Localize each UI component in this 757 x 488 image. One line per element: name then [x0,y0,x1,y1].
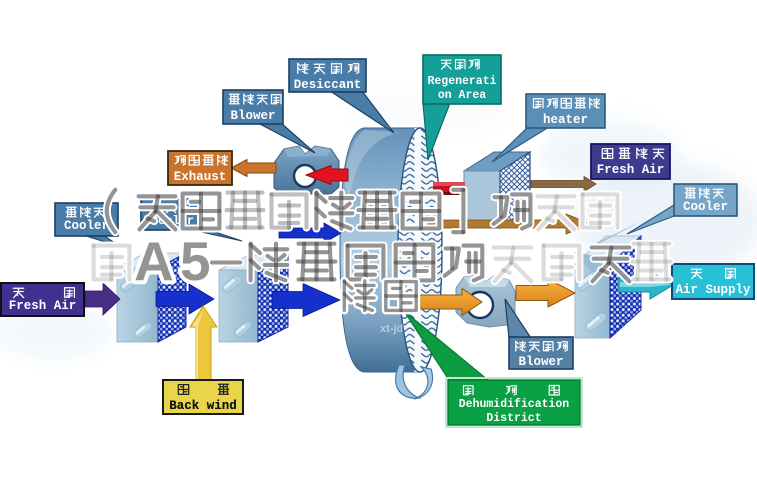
svg-text:heater: heater [543,113,588,127]
svg-text:Dehumidification: Dehumidification [459,398,570,411]
svg-text:Desiccant: Desiccant [294,78,362,92]
svg-text:Back wind: Back wind [169,399,237,413]
svg-text:on Area: on Area [438,89,486,102]
svg-text:Air Supply: Air Supply [675,283,751,297]
svg-text:Blower: Blower [518,355,563,369]
svg-text:xt-jd: xt-jd [380,323,403,335]
svg-text:A: A [134,230,174,292]
svg-text:5: 5 [180,230,211,292]
svg-text:A: A [134,230,174,292]
svg-text:Blower: Blower [230,109,275,123]
svg-text:Fresh Air: Fresh Air [9,299,77,313]
svg-text:Regenerati: Regenerati [427,75,496,88]
svg-text:Back wind: Back wind [169,399,237,413]
svg-text:Cooler: Cooler [64,219,109,233]
svg-text:Fresh Air: Fresh Air [597,163,665,177]
svg-text:District: District [486,412,541,425]
svg-text:5: 5 [180,230,211,292]
svg-text:Exhaust: Exhaust [174,170,227,184]
svg-text:Cooler: Cooler [683,200,728,214]
